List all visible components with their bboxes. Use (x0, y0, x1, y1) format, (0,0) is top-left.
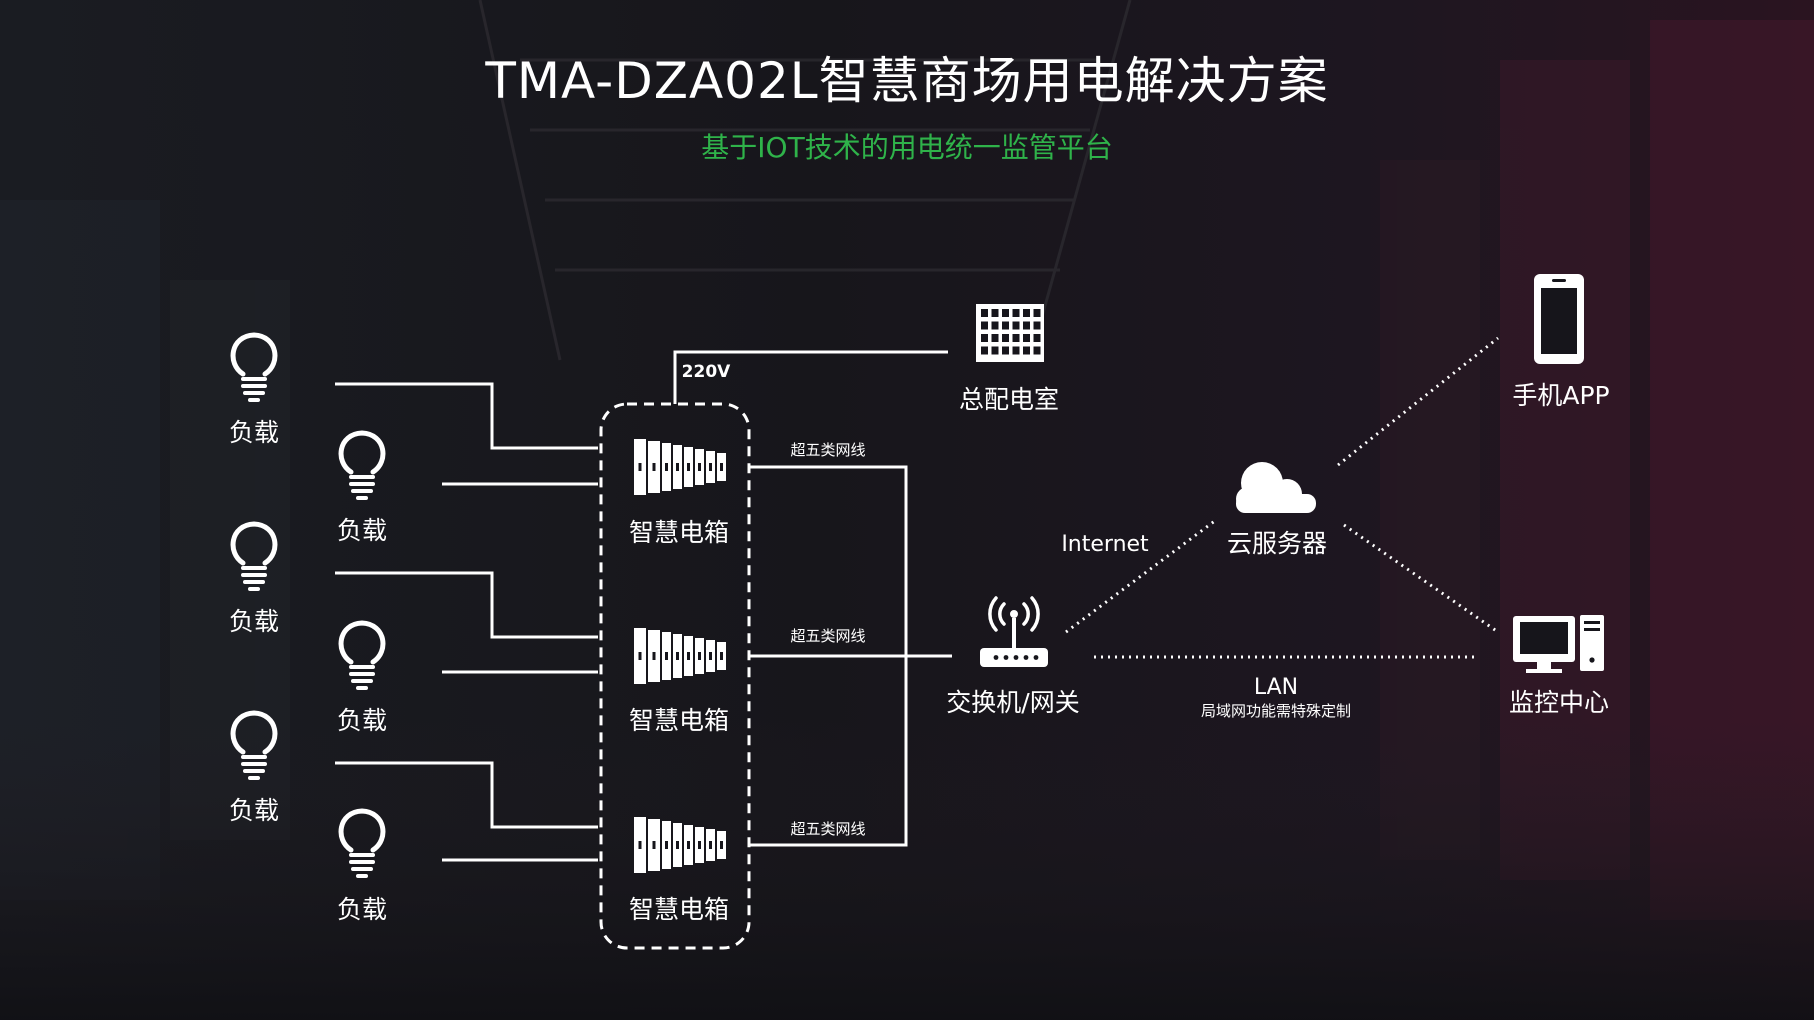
power-feed-line (673, 350, 948, 404)
load-label: 负载 (228, 418, 280, 447)
router-icon (980, 596, 1048, 667)
load-wire (335, 382, 598, 450)
gateway-label: 交换机/网关 (946, 688, 1080, 717)
lan-note: 局域网功能需特殊定制 (1200, 702, 1352, 720)
box-enclosure (599, 402, 751, 950)
breaker-panel-icon (634, 628, 726, 684)
load-wire (335, 761, 598, 829)
load-label: 负载 (228, 796, 280, 825)
page-subtitle: 基于IOT技术的用电统一监管平台 (701, 131, 1113, 164)
load-label: 负载 (336, 516, 388, 545)
page-title: TMA-DZA02L智慧商场用电解决方案 (485, 52, 1329, 110)
cable-label: 超五类网线 (790, 441, 866, 459)
cloud-server-label: 云服务器 (1226, 529, 1328, 558)
load-label: 负载 (336, 706, 388, 735)
monitor-center-label: 监控中心 (1508, 688, 1610, 717)
distribution-room-label: 总配电室 (958, 385, 1060, 414)
smartphone-icon (1534, 274, 1584, 364)
load-label: 负载 (228, 607, 280, 636)
breaker-panel-icon (634, 439, 726, 495)
smart-box-label: 智慧电箱 (628, 706, 730, 735)
lightbulb-icon (230, 332, 278, 402)
cable-label: 超五类网线 (790, 627, 866, 645)
cloud-icon (1236, 462, 1316, 513)
internet-label: Internet (1061, 532, 1149, 557)
lightbulb-icon (230, 521, 278, 591)
voltage-label: 220V (681, 362, 731, 382)
load-wire (335, 571, 598, 639)
app-link (1337, 336, 1499, 467)
mobile-app-label: 手机APP (1512, 381, 1610, 410)
lightbulb-icon (338, 808, 386, 878)
desktop-computer-icon (1513, 615, 1604, 673)
lightbulb-icon (230, 710, 278, 780)
monitor-link (1343, 523, 1499, 634)
building-grid-icon (976, 304, 1044, 362)
smart-box-label: 智慧电箱 (628, 518, 730, 547)
breaker-panel-icon (634, 817, 726, 873)
lightbulb-icon (338, 430, 386, 500)
lightbulb-icon (338, 620, 386, 690)
smart-box-label: 智慧电箱 (628, 895, 730, 924)
lan-label: LAN (1253, 675, 1299, 700)
load-label: 负载 (336, 895, 388, 924)
cable-label: 超五类网线 (790, 820, 866, 838)
